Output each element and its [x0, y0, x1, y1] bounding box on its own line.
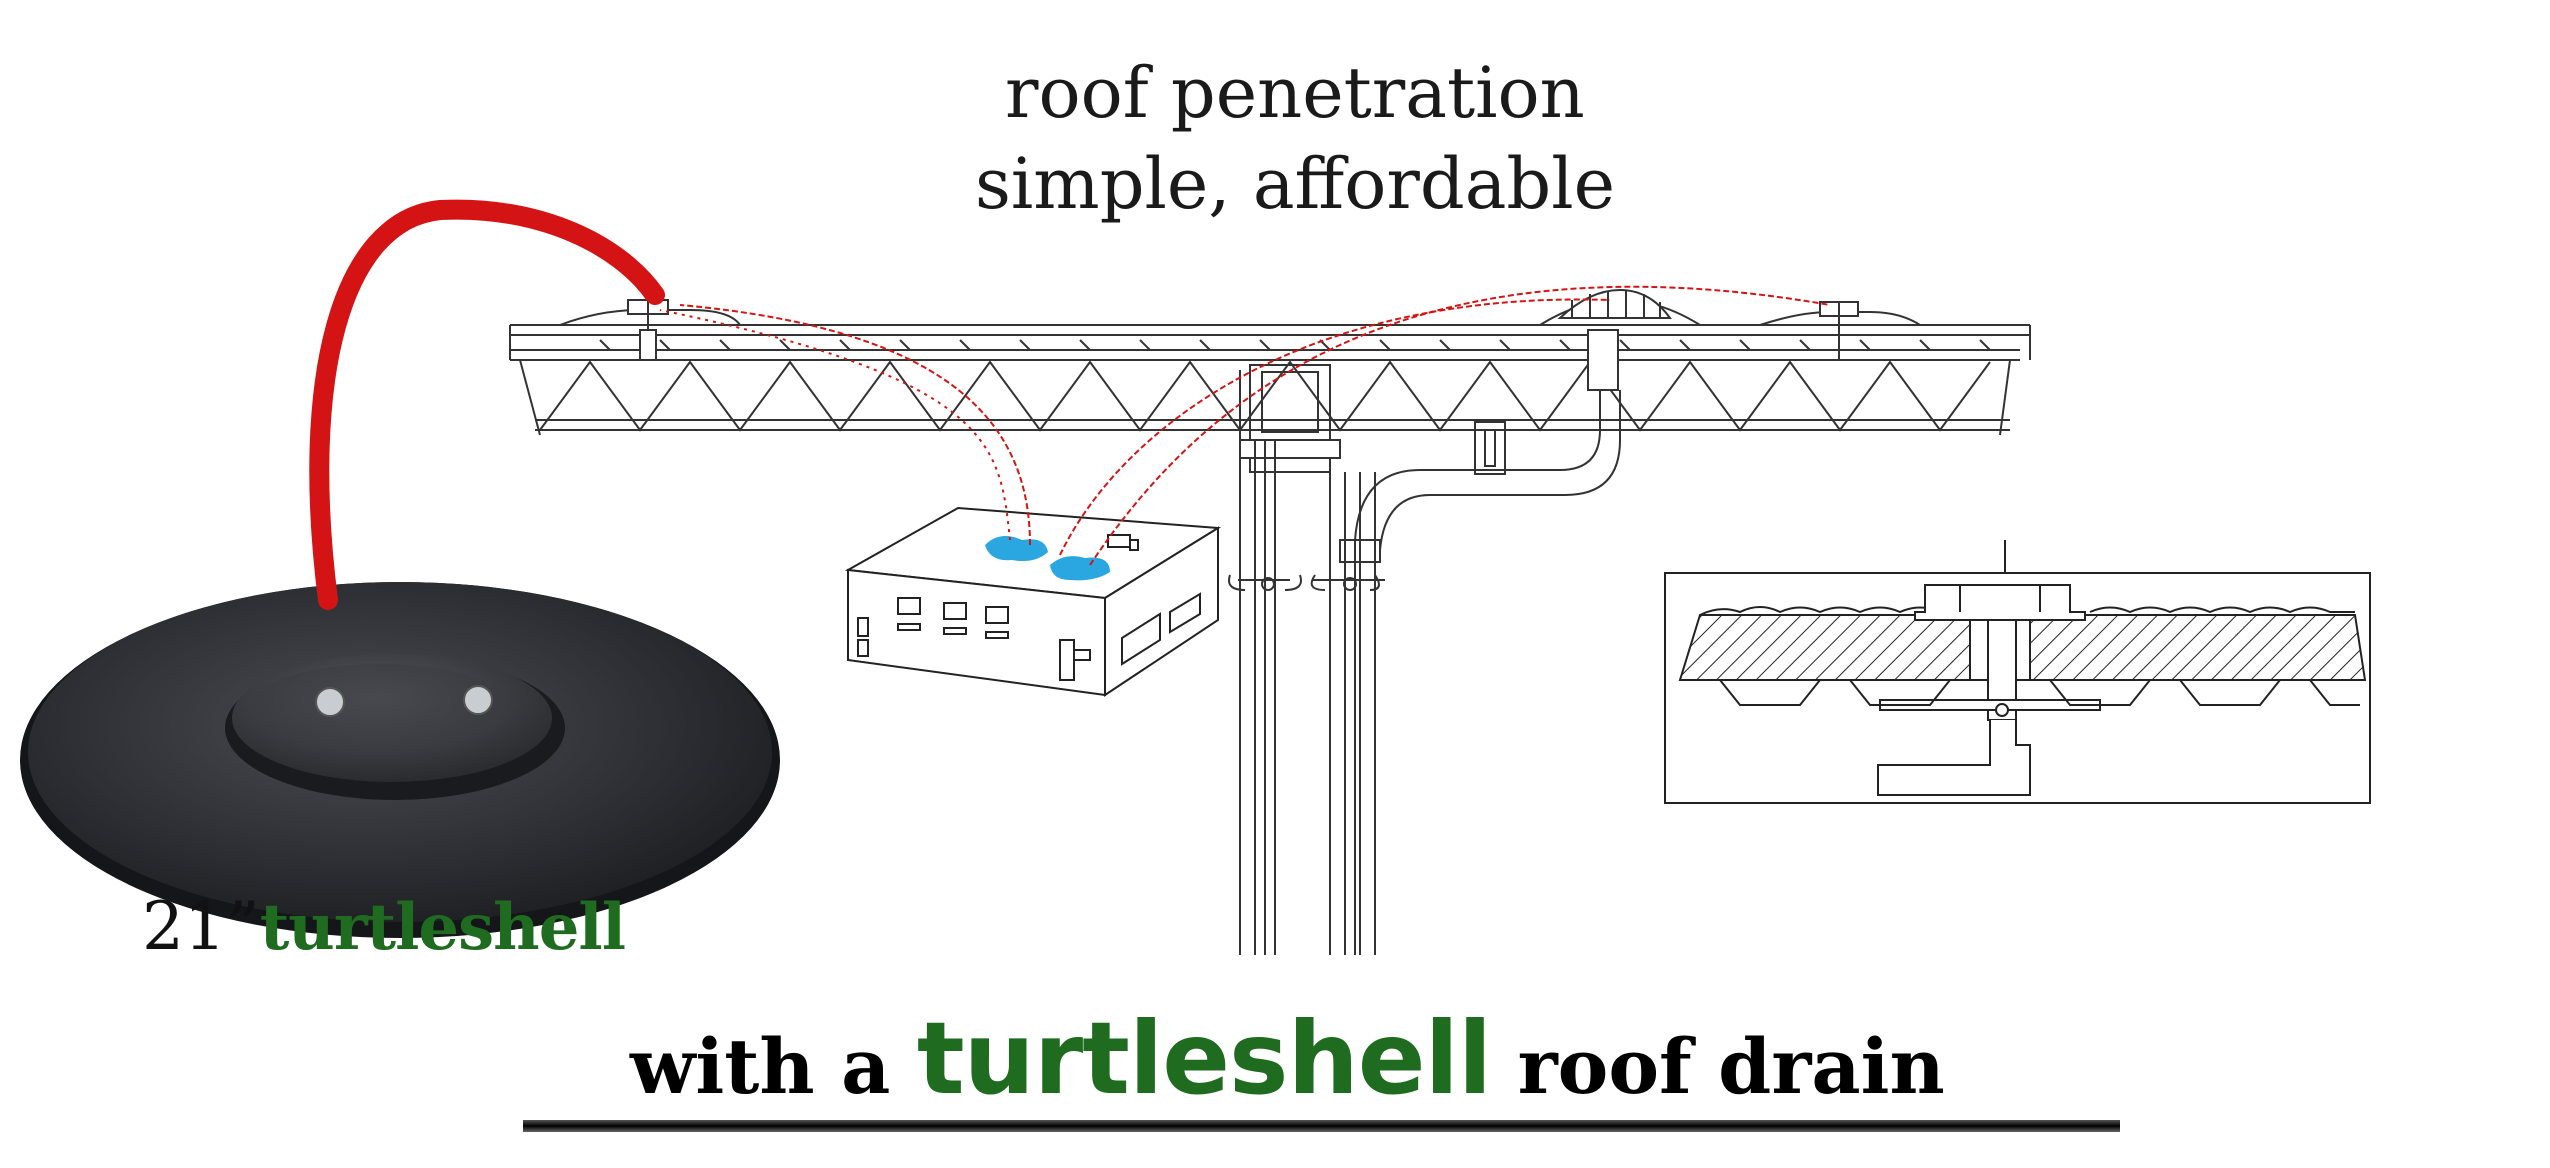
- drain-callout-curves: [659, 285, 1831, 566]
- turtleshell-product-photo: [20, 582, 780, 938]
- tagline: with a turtleshell roof drain: [630, 1000, 1945, 1117]
- drain-piping: [1228, 364, 1621, 955]
- tagline-underline: [523, 1120, 2120, 1132]
- deck-drain-right-icon: [1759, 301, 1924, 360]
- tagline-prefix: with a: [630, 1022, 891, 1111]
- dome-strainer-drain-icon: [1536, 288, 1704, 391]
- product-callout-arc: [309, 199, 665, 610]
- headline-line-2: simple, affordable: [975, 143, 1616, 225]
- building-illustration: [844, 506, 1222, 697]
- product-brand-label: turtleshell: [259, 890, 626, 965]
- roof-deck-section: [509, 324, 2031, 436]
- tagline-suffix: roof drain: [1517, 1022, 1945, 1111]
- headline-line-1: roof penetration: [1005, 52, 1585, 134]
- tagline-brand: turtleshell: [916, 1000, 1492, 1117]
- section-detail-inset: [1664, 540, 2371, 804]
- product-caption: 21”turtleshell: [142, 888, 626, 965]
- product-size-label: 21”: [142, 888, 260, 965]
- roof-ponding-water-icon: [985, 536, 1110, 581]
